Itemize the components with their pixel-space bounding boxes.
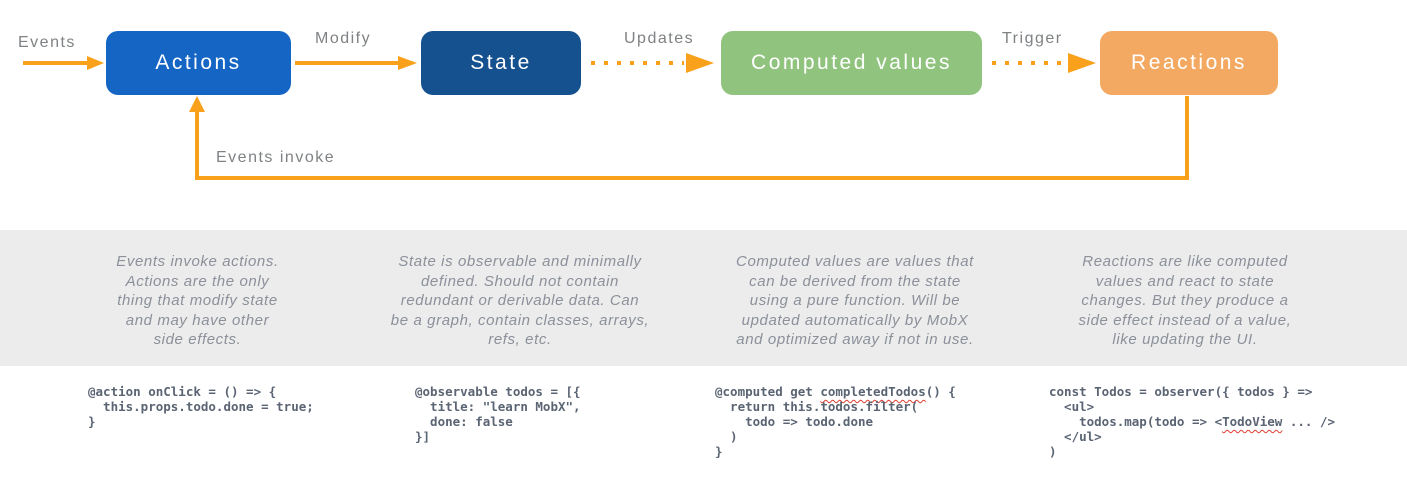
code-text: const Todos = observer({ todos } => <ul>…: [1049, 384, 1313, 429]
description-computed: Computed values are values that can be d…: [736, 253, 974, 348]
code-snippet-computed: @computed get completedTodos() { return …: [715, 384, 956, 459]
edge-label-trigger: Trigger: [1002, 30, 1063, 47]
code-text: @action onClick = () => { this.props.tod…: [88, 384, 314, 429]
spellcheck-underline: completedTodos: [820, 384, 926, 399]
code-snippet-observer: const Todos = observer({ todos } => <ul>…: [1049, 384, 1335, 459]
code-text: ... /> </ul> ): [1049, 414, 1335, 459]
description-actions: Events invoke actions. Actions are the o…: [116, 253, 279, 348]
node-computed-values-label: Computed values: [751, 51, 952, 74]
node-state: State: [421, 31, 581, 95]
node-actions: Actions: [106, 31, 291, 95]
arrow-modify: [295, 56, 417, 70]
edge-label-updates: Updates: [624, 30, 695, 47]
node-state-label: State: [470, 51, 532, 74]
edge-label-modify: Modify: [315, 30, 372, 47]
spellcheck-underline: TodoView: [1222, 414, 1283, 429]
arrow-trigger: [992, 53, 1096, 73]
flow-diagram: Actions State Computed values Reactions …: [0, 0, 1407, 230]
description-reactions: Reactions are like computed values and r…: [1078, 253, 1292, 348]
edge-label-events: Events: [18, 34, 76, 51]
node-actions-label: Actions: [155, 51, 242, 74]
description-band: Events invoke actions. Actions are the o…: [0, 230, 1407, 366]
description-state: State is observable and minimally define…: [390, 253, 650, 348]
code-text: @computed get: [715, 384, 821, 399]
code-snippet-observable: @observable todos = [{ title: "learn Mob…: [415, 384, 581, 444]
code-text: () { return this.todos.filter( todo => t…: [715, 384, 956, 459]
arrow-events: [23, 56, 104, 70]
node-reactions: Reactions: [1100, 31, 1278, 95]
code-snippet-action: @action onClick = () => { this.props.tod…: [88, 384, 314, 429]
code-text: @observable todos = [{ title: "learn Mob…: [415, 384, 581, 444]
arrow-updates: [591, 53, 714, 73]
arrow-events-invoke: [189, 96, 1189, 180]
node-reactions-label: Reactions: [1131, 51, 1247, 74]
code-snippet-row: @action onClick = () => { this.props.tod…: [0, 366, 1407, 483]
node-computed-values: Computed values: [721, 31, 982, 95]
edge-label-events-invoke: Events invoke: [216, 149, 336, 166]
